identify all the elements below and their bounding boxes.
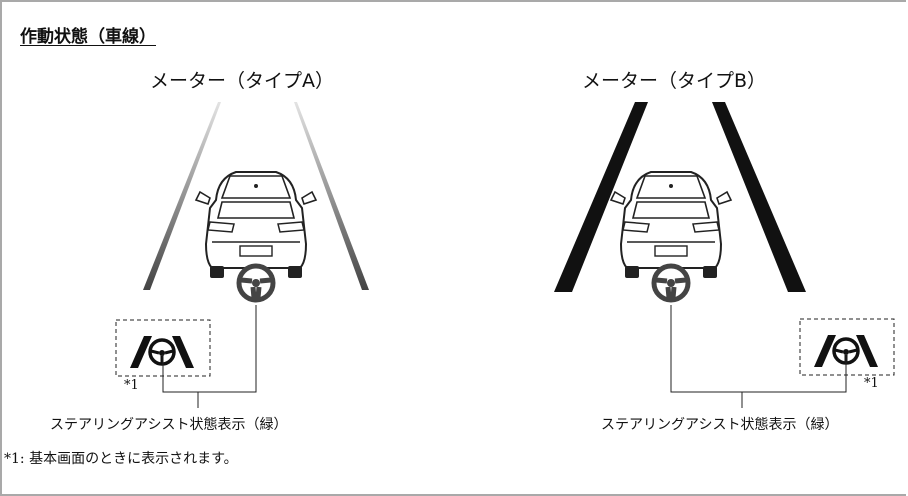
meter-a-steering-assist-indicator-icon	[128, 334, 196, 370]
meter-type-b-label: メーター（タイプB）	[582, 70, 767, 92]
footnote: *1: 基本画面のときに表示されます。	[4, 448, 238, 468]
meter-b-caption: ステアリングアシスト状態表示（緑）	[601, 417, 839, 433]
section-title: 作動状態（車線）	[20, 27, 156, 47]
meter-b-car-icon	[610, 171, 732, 279]
meter-a-car-icon	[195, 171, 317, 279]
meter-b-lane-lines	[554, 102, 806, 292]
meter-b-indicator-box	[799, 318, 895, 376]
meter-a-lane-lines	[143, 102, 369, 290]
meter-b-steering-wheel-icon	[652, 264, 690, 302]
footnote-mark: *1:	[4, 451, 25, 467]
meter-type-a-label: メーター（タイプA）	[150, 70, 334, 92]
meter-a-leader-lines	[162, 305, 257, 408]
meter-b-footnote-marker: *1	[864, 376, 879, 391]
meter-a-steering-wheel-icon	[237, 264, 275, 302]
meter-a-caption: ステアリングアシスト状態表示（緑）	[50, 417, 288, 433]
meter-b-leader-lines	[670, 305, 847, 408]
meter-a-footnote-marker: *1	[124, 378, 139, 393]
footnote-text: 基本画面のときに表示されます。	[29, 451, 238, 467]
